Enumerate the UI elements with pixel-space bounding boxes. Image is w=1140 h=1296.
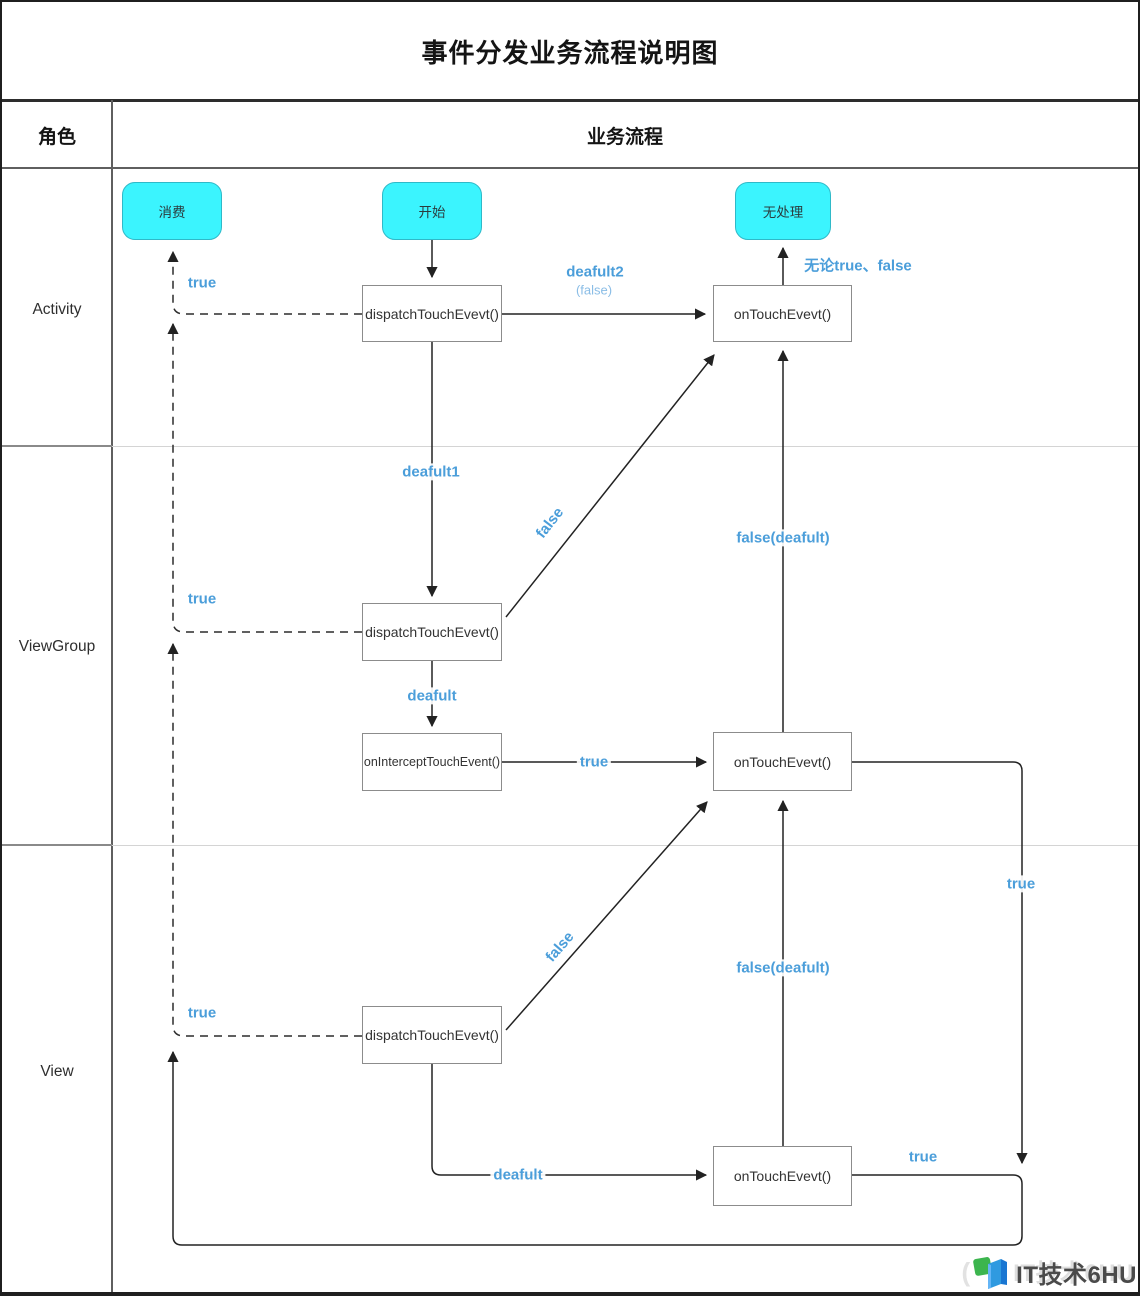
edge-label-activity-false-deafult: false(deafult) bbox=[733, 529, 833, 547]
edge-label-deafult1: deafult1 bbox=[399, 463, 463, 481]
lane-label-viewgroup: ViewGroup bbox=[18, 638, 96, 655]
node-viewgroup-dispatch: dispatchTouchEvevt() bbox=[362, 603, 502, 661]
lane-divider-activity-viewgroup-left bbox=[2, 445, 112, 447]
edge-label-deafult-mid: deafult bbox=[404, 687, 460, 705]
title-divider bbox=[2, 99, 1138, 102]
edge-label-activity-true: true bbox=[184, 274, 220, 292]
node-view-dispatch: dispatchTouchEvevt() bbox=[362, 1006, 502, 1064]
role-column-divider bbox=[111, 100, 113, 1292]
lane-divider-viewgroup-view bbox=[112, 845, 1138, 846]
header-flow-label: 业务流程 bbox=[586, 126, 663, 148]
edge-label-view-false-diag: false bbox=[540, 926, 580, 968]
edge-label-deafult2-false: (false) bbox=[572, 283, 616, 299]
edge-label-viewgroup-false-diag: false bbox=[530, 501, 570, 545]
lane-label-view: View bbox=[40, 1063, 74, 1080]
solid-arrows bbox=[167, 240, 1028, 1246]
page-title: 事件分发业务流程说明图 bbox=[421, 37, 719, 68]
edge-label-deafult-bottom: deafult bbox=[490, 1166, 546, 1184]
header-role-cell: 角色 bbox=[2, 102, 112, 168]
title-row: 事件分发业务流程说明图 bbox=[2, 2, 1138, 100]
edge-label-intercept-true: true bbox=[576, 753, 612, 771]
watermark: ( IT技术6HU bbox=[961, 1252, 1137, 1292]
node-consume: 消费 bbox=[122, 182, 222, 240]
edge-label-viewgroup-false-deafult: false(deafult) bbox=[733, 959, 833, 977]
header-divider bbox=[2, 167, 1138, 169]
lane-label-activity: Activity bbox=[32, 301, 82, 318]
edge-label-view-true: true bbox=[184, 1004, 220, 1022]
node-view-ontouch: onTouchEvevt() bbox=[713, 1146, 852, 1206]
edge-label-deafult2: deafult2 bbox=[563, 263, 627, 281]
lane-divider-activity-viewgroup bbox=[112, 446, 1138, 447]
header-flow-cell: 业务流程 bbox=[112, 102, 1138, 168]
site-logo-icon bbox=[973, 1257, 1008, 1289]
edge-label-right-true: true bbox=[1003, 875, 1039, 893]
node-start: 开始 bbox=[382, 182, 482, 240]
edge-label-no-matter: 无论true、false bbox=[801, 257, 915, 275]
dashed-true-returns bbox=[167, 250, 362, 1037]
edge-label-viewgroup-true: true bbox=[184, 590, 220, 608]
node-no-handle: 无处理 bbox=[735, 182, 831, 240]
header-role-label: 角色 bbox=[37, 126, 76, 148]
node-activity-dispatch: dispatchTouchEvevt() bbox=[362, 285, 502, 342]
lane-divider-viewgroup-view-left bbox=[2, 844, 112, 846]
watermark-ghost-mark: ( bbox=[961, 1256, 971, 1287]
node-viewgroup-intercept: onInterceptTouchEvent() bbox=[362, 733, 502, 791]
watermark-text: IT技术6HU bbox=[1016, 1261, 1137, 1289]
node-activity-ontouch: onTouchEvevt() bbox=[713, 285, 852, 342]
node-viewgroup-ontouch: onTouchEvevt() bbox=[713, 732, 852, 791]
edge-label-bottom-true: true bbox=[905, 1148, 941, 1166]
